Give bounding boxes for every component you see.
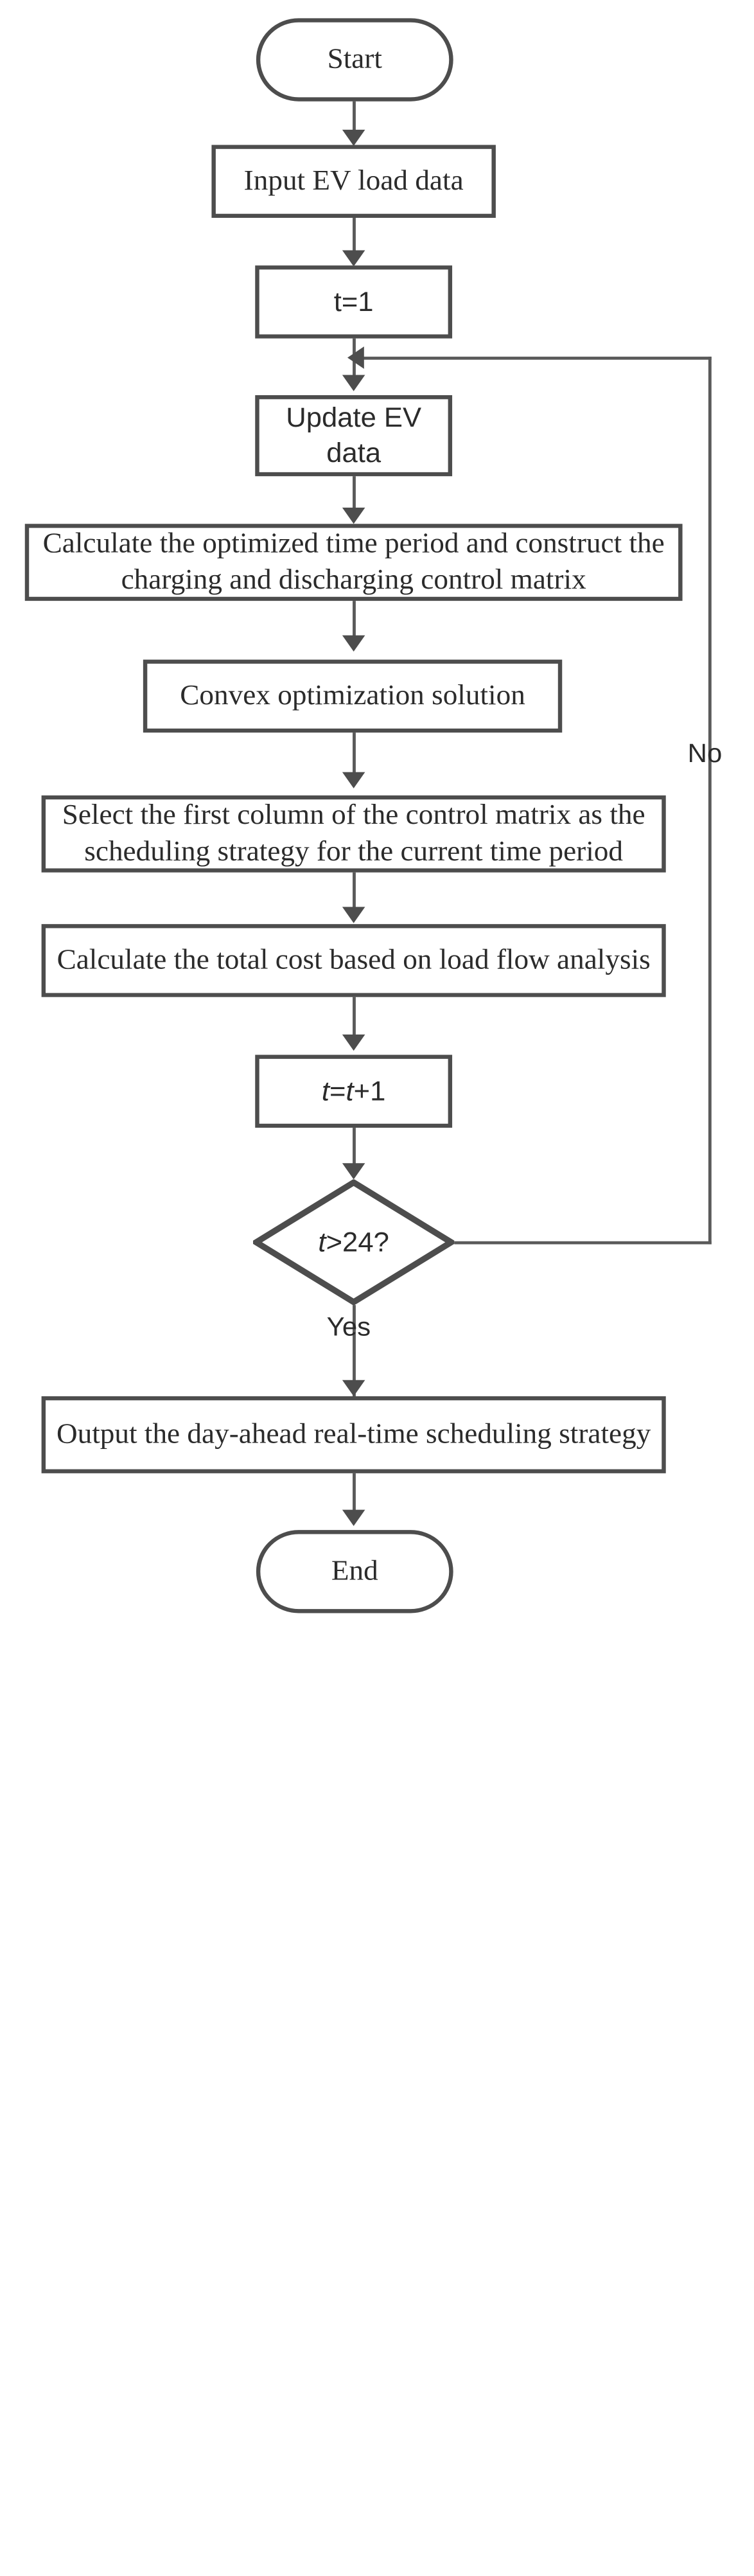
connector-convex-to-select: [353, 733, 356, 776]
arrowhead-calc-to-convex: [342, 635, 365, 652]
node-start-label: Start: [327, 43, 382, 75]
node-end[interactable]: End: [256, 1530, 453, 1613]
connector-input-to-tinit: [353, 218, 356, 253]
node-update-ev-data[interactable]: Update EV data: [255, 395, 453, 477]
node-calc-line1: Calculate the optimized time period and …: [42, 528, 665, 560]
node-convex-optimization[interactable]: Convex optimization solution: [143, 659, 563, 733]
node-t-increment-label: t=t+1: [321, 1076, 386, 1106]
node-total-cost-label: Calculate the total cost based on load f…: [57, 944, 651, 976]
arrowhead-convex-to-select: [342, 772, 365, 788]
node-end-label: End: [331, 1555, 378, 1587]
arrowhead-start-to-input: [342, 129, 365, 147]
node-select-line2: scheduling strategy for the current time…: [84, 835, 624, 867]
edge-label-yes: Yes: [326, 1311, 371, 1342]
node-calculate-total-cost[interactable]: Calculate the total cost based on load f…: [41, 924, 666, 997]
arrowhead-output-to-end: [342, 1509, 365, 1526]
connector-no-right: [454, 1241, 712, 1245]
node-calc-line2: charging and discharging control matrix: [121, 564, 586, 596]
connector-start-to-input: [353, 101, 356, 136]
connector-decision-to-output: [353, 1305, 356, 1396]
connector-update-to-calc: [353, 476, 356, 511]
node-select-line1: Select the first column of the control m…: [62, 799, 645, 831]
arrowhead-select-to-cost: [342, 907, 365, 923]
node-input-label: Input EV load data: [243, 165, 464, 197]
node-select-first-column[interactable]: Select the first column of the control m…: [41, 795, 666, 873]
connector-calc-to-convex: [353, 601, 356, 639]
arrowhead-cost-to-tincr: [342, 1035, 365, 1051]
connector-output-to-end: [353, 1473, 356, 1514]
node-t-init[interactable]: t=1: [255, 265, 453, 339]
node-t-init-label: t=1: [333, 286, 374, 317]
node-calculate-control-matrix[interactable]: Calculate the optimized time period and …: [24, 524, 683, 601]
node-start[interactable]: Start: [256, 18, 453, 102]
arrowhead-decision-to-output: [342, 1380, 365, 1396]
node-convex-label: Convex optimization solution: [180, 680, 525, 712]
arrowhead-no-into-merge: [347, 346, 364, 369]
arrowhead-tinit-to-update: [342, 375, 365, 391]
edge-label-no: No: [687, 738, 723, 768]
connector-select-to-cost: [353, 872, 356, 910]
connector-tincr-to-decision: [353, 1128, 356, 1167]
node-t-increment[interactable]: t=t+1: [255, 1054, 453, 1128]
connector-no-up: [708, 357, 712, 1245]
connector-no-left: [356, 357, 712, 360]
arrowhead-update-to-calc: [342, 508, 365, 524]
arrowhead-input-to-tinit: [342, 250, 365, 267]
arrowhead-tincr-to-decision: [342, 1163, 365, 1180]
diamond-shape: [253, 1179, 455, 1306]
node-update-label: Update EV data: [286, 402, 422, 468]
node-output-strategy[interactable]: Output the day-ahead real-time schedulin…: [41, 1396, 666, 1473]
node-input-ev-load-data[interactable]: Input EV load data: [211, 145, 496, 218]
connector-cost-to-tincr: [353, 997, 356, 1038]
node-output-label: Output the day-ahead real-time schedulin…: [56, 1418, 651, 1450]
